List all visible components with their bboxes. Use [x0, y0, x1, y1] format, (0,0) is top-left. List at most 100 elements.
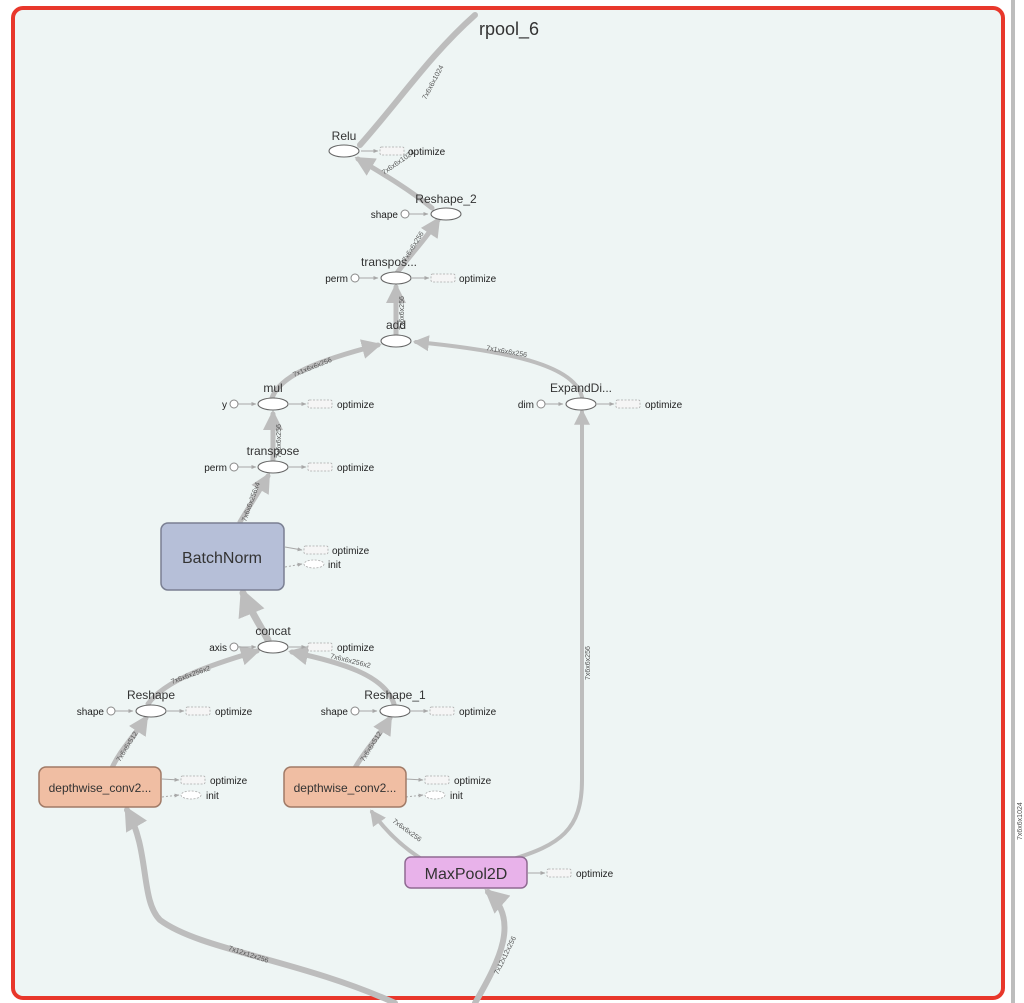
- edge-mul-add: [269, 339, 382, 401]
- edge-reshape1-concat: [288, 645, 397, 707]
- aux-init-dwr[interactable]: init: [424, 790, 463, 802]
- aux-init-bn[interactable]: init: [303, 559, 341, 571]
- group-title: rpool_6: [479, 19, 539, 40]
- aux-label-init-dwr: init: [450, 791, 463, 802]
- node-label-transpose-top: transpos...: [361, 255, 417, 269]
- node-label-concat: concat: [255, 624, 291, 638]
- input-shape-top[interactable]: shape: [371, 209, 410, 221]
- node-label-depthwise-right: depthwise_conv2...: [294, 781, 397, 795]
- node-expand-dims[interactable]: ExpandDi...: [550, 381, 612, 411]
- input-perm[interactable]: perm: [204, 462, 239, 474]
- node-depthwise-conv-left[interactable]: depthwise_conv2...: [38, 766, 162, 808]
- edge-bn-transpose: [237, 472, 271, 525]
- edge-label-maxpool-expand: 7x6x6x256: [585, 646, 592, 680]
- edge-expand-add: [412, 335, 584, 399]
- edge-concat-bn: [238, 587, 272, 644]
- input-shape-right[interactable]: shape: [321, 706, 360, 718]
- aux-optimize-reshape1[interactable]: optimize: [429, 706, 497, 718]
- edge-transpose-reshape2: [394, 216, 441, 276]
- aux-optimize-relu[interactable]: optimize: [379, 146, 446, 158]
- node-label-maxpool: MaxPool2D: [425, 866, 508, 883]
- link-optimize-dwl: [161, 777, 180, 782]
- input-axis[interactable]: axis: [209, 642, 239, 654]
- input-label-perm-top: perm: [325, 274, 348, 285]
- node-reshape-2[interactable]: Reshape_2: [415, 192, 477, 221]
- node-label-batchnorm: BatchNorm: [182, 550, 262, 567]
- edge-maxpool-dwr: [370, 809, 422, 860]
- node-reshape-1[interactable]: Reshape_1: [364, 688, 426, 718]
- aux-optimize-dwl[interactable]: optimize: [180, 775, 248, 787]
- aux-label-optimize-mul: optimize: [337, 400, 375, 411]
- edge-label-transpose-mul: 7x6x6x256: [276, 424, 283, 458]
- link-init-dwl: [161, 793, 180, 798]
- node-label-relu: Relu: [332, 129, 357, 143]
- aux-optimize-transpose[interactable]: optimize: [307, 462, 375, 474]
- edge-reshape-concat: [145, 645, 261, 707]
- input-label-shape-right: shape: [321, 707, 349, 718]
- edge-dwr-reshape1: [352, 714, 393, 771]
- node-label-reshape-1: Reshape_1: [364, 688, 426, 702]
- node-label-expand-dims: ExpandDi...: [550, 381, 612, 395]
- edge-into-relu: [357, 12, 478, 148]
- aux-label-optimize-concat: optimize: [337, 643, 375, 654]
- edge-dwl-reshape: [109, 714, 149, 771]
- node-concat[interactable]: concat: [255, 624, 291, 654]
- aux-optimize-dwr[interactable]: optimize: [424, 775, 492, 787]
- aux-optimize-reshape[interactable]: optimize: [185, 706, 253, 718]
- input-shape-left[interactable]: shape: [77, 706, 116, 718]
- node-add[interactable]: add: [380, 318, 412, 348]
- aux-label-optimize-relu: optimize: [408, 147, 446, 158]
- input-dim[interactable]: dim: [518, 399, 546, 411]
- node-transpose[interactable]: transpose: [247, 444, 300, 474]
- node-label-depthwise-left: depthwise_conv2...: [49, 781, 152, 795]
- aux-init-dwl[interactable]: init: [180, 790, 219, 802]
- edge-reshape2-relu: [354, 156, 435, 211]
- node-mul[interactable]: mul: [257, 381, 289, 411]
- node-label-transpose: transpose: [247, 444, 300, 458]
- node-label-reshape: Reshape: [127, 688, 175, 702]
- input-y[interactable]: y: [222, 399, 239, 411]
- node-label-reshape-2: Reshape_2: [415, 192, 477, 206]
- node-relu[interactable]: Relu: [328, 129, 360, 158]
- input-perm-top[interactable]: perm: [325, 273, 360, 285]
- aux-label-optimize-dwr: optimize: [454, 776, 492, 787]
- aux-optimize-concat[interactable]: optimize: [307, 642, 375, 654]
- link-init-dwr: [405, 793, 424, 798]
- aux-label-optimize-reshape1: optimize: [459, 707, 497, 718]
- input-label-perm: perm: [204, 463, 227, 474]
- aux-label-optimize-transpose-top: optimize: [459, 274, 497, 285]
- node-reshape[interactable]: Reshape: [127, 688, 175, 718]
- aux-optimize-expand[interactable]: optimize: [615, 399, 683, 411]
- input-label-y: y: [222, 400, 227, 411]
- aux-label-init-dwl: init: [206, 791, 219, 802]
- edge-label-right-side: 7x6x6x1024: [1017, 802, 1024, 840]
- node-depthwise-conv-right[interactable]: depthwise_conv2...: [283, 766, 407, 808]
- edge-maxpool-expand: [508, 408, 590, 862]
- aux-label-optimize-maxpool: optimize: [576, 869, 614, 880]
- aux-optimize-transpose-top[interactable]: optimize: [430, 273, 497, 285]
- aux-label-init-bn: init: [328, 560, 341, 571]
- aux-label-optimize-reshape: optimize: [215, 707, 253, 718]
- input-label-axis: axis: [209, 643, 227, 654]
- edge-input-maxpool: [472, 888, 511, 1003]
- node-maxpool2d[interactable]: MaxPool2D: [404, 856, 528, 889]
- aux-optimize-bn[interactable]: optimize: [303, 545, 370, 557]
- aux-label-optimize-dwl: optimize: [210, 776, 248, 787]
- node-label-mul: mul: [263, 381, 282, 395]
- aux-label-optimize-bn: optimize: [332, 546, 370, 557]
- link-init-bn: [284, 562, 303, 568]
- aux-optimize-maxpool[interactable]: optimize: [546, 868, 614, 880]
- scene-frame: [11, 6, 1005, 1000]
- link-optimize-bn: [284, 546, 303, 552]
- edge-input-dwl: [124, 805, 398, 1003]
- edge-label-add-transpose: 7x6x6x256: [399, 296, 406, 330]
- aux-optimize-mul[interactable]: optimize: [307, 399, 375, 411]
- input-label-dim: dim: [518, 400, 534, 411]
- node-transpose-top[interactable]: transpos...: [361, 255, 417, 285]
- node-batchnorm[interactable]: BatchNorm: [160, 522, 285, 591]
- input-label-shape-top: shape: [371, 210, 399, 221]
- aux-label-optimize-expand: optimize: [645, 400, 683, 411]
- node-label-add: add: [386, 318, 406, 332]
- aux-label-optimize-transpose: optimize: [337, 463, 375, 474]
